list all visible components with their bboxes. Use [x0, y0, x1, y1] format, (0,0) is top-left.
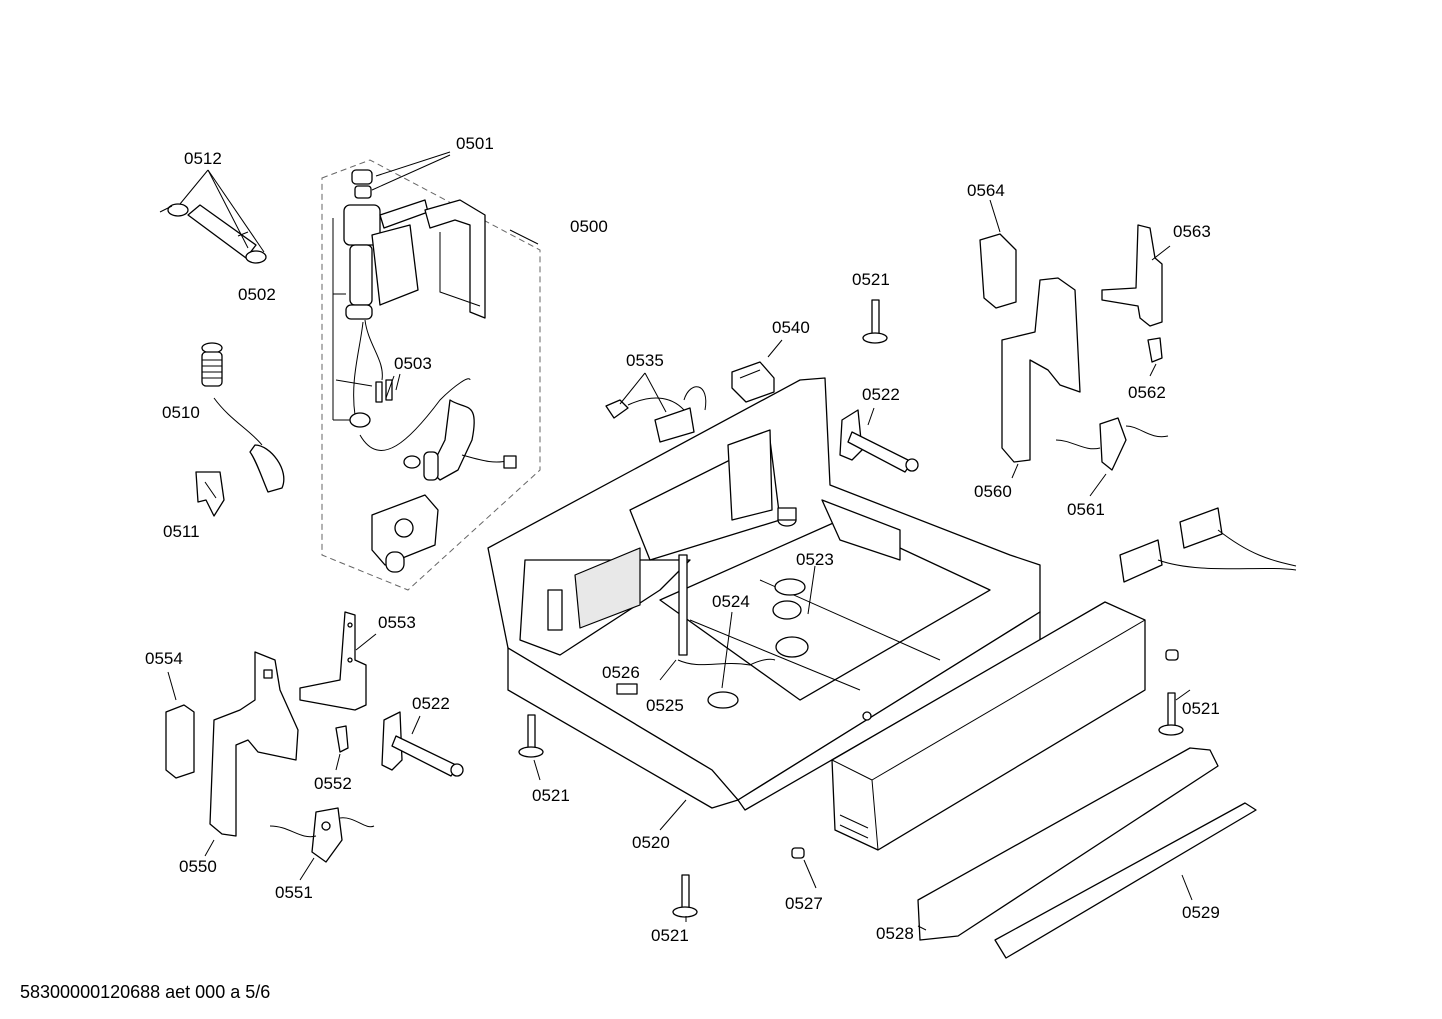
label-0503: 0503 [394, 354, 432, 373]
label-0564: 0564 [967, 181, 1005, 200]
float-switch-part [616, 658, 776, 709]
plinth-trim-part [917, 747, 1257, 959]
label-0521-top: 0521 [852, 270, 890, 289]
label-0563: 0563 [1173, 222, 1211, 241]
label-0522-right: 0522 [862, 385, 900, 404]
label-0528: 0528 [876, 924, 914, 943]
label-0512: 0512 [184, 149, 222, 168]
bracket-0553-part [299, 611, 367, 711]
label-0522-left: 0522 [412, 694, 450, 713]
spring-part [201, 342, 285, 493]
label-0520: 0520 [632, 833, 670, 852]
clip-part [195, 471, 225, 517]
label-0550: 0550 [179, 857, 217, 876]
label-0511: 0511 [163, 522, 200, 541]
label-0502: 0502 [238, 285, 276, 304]
label-0527: 0527 [785, 894, 823, 913]
document-footer-code: 58300000120688 aet 000 a 5/6 [20, 982, 271, 1002]
label-0526: 0526 [602, 663, 640, 682]
cable-connectors-part [1119, 507, 1297, 583]
wiring-harness-part [605, 386, 707, 443]
label-0561: 0561 [1067, 500, 1105, 519]
switch-0551-part [269, 807, 375, 863]
label-0554: 0554 [145, 649, 183, 668]
screw-part [518, 299, 1184, 918]
fitting-rings-part [772, 578, 809, 658]
label-0500: 0500 [570, 217, 608, 236]
hinge-spring-left-part [381, 711, 464, 777]
door-hinge-bracket-left-part [209, 651, 299, 837]
label-0521-bottom: 0521 [651, 926, 689, 945]
label-0523: 0523 [796, 550, 834, 569]
hook-0552-part [335, 725, 349, 753]
label-0535: 0535 [626, 351, 664, 370]
assembly-0500-outline [321, 159, 541, 591]
label-0501: 0501 [456, 134, 494, 153]
connector-plugs-part [349, 379, 393, 428]
label-0521-right: 0521 [1182, 699, 1220, 718]
terminal-block-part [731, 361, 775, 403]
label-0521-mid: 0521 [532, 786, 570, 805]
label-0524: 0524 [712, 592, 750, 611]
label-0529: 0529 [1182, 903, 1220, 922]
label-0525: 0525 [646, 696, 684, 715]
hinge-spring-right-part [839, 409, 919, 473]
kick-plate-part [831, 601, 1146, 851]
label-0540: 0540 [772, 318, 810, 337]
label-0560: 0560 [974, 482, 1012, 501]
inlet-hose-part [359, 378, 517, 481]
label-0510: 0510 [162, 403, 200, 422]
door-hinge-bracket-right-part [979, 224, 1169, 471]
label-0552: 0552 [314, 774, 352, 793]
cover-0554-part [165, 704, 195, 779]
valve-assembly-part [343, 169, 486, 416]
label-0553: 0553 [378, 613, 416, 632]
pipe-with-clamps-part [159, 203, 267, 264]
mounting-bracket-part [371, 494, 439, 573]
label-0551: 0551 [275, 883, 313, 902]
label-0562: 0562 [1128, 383, 1166, 402]
